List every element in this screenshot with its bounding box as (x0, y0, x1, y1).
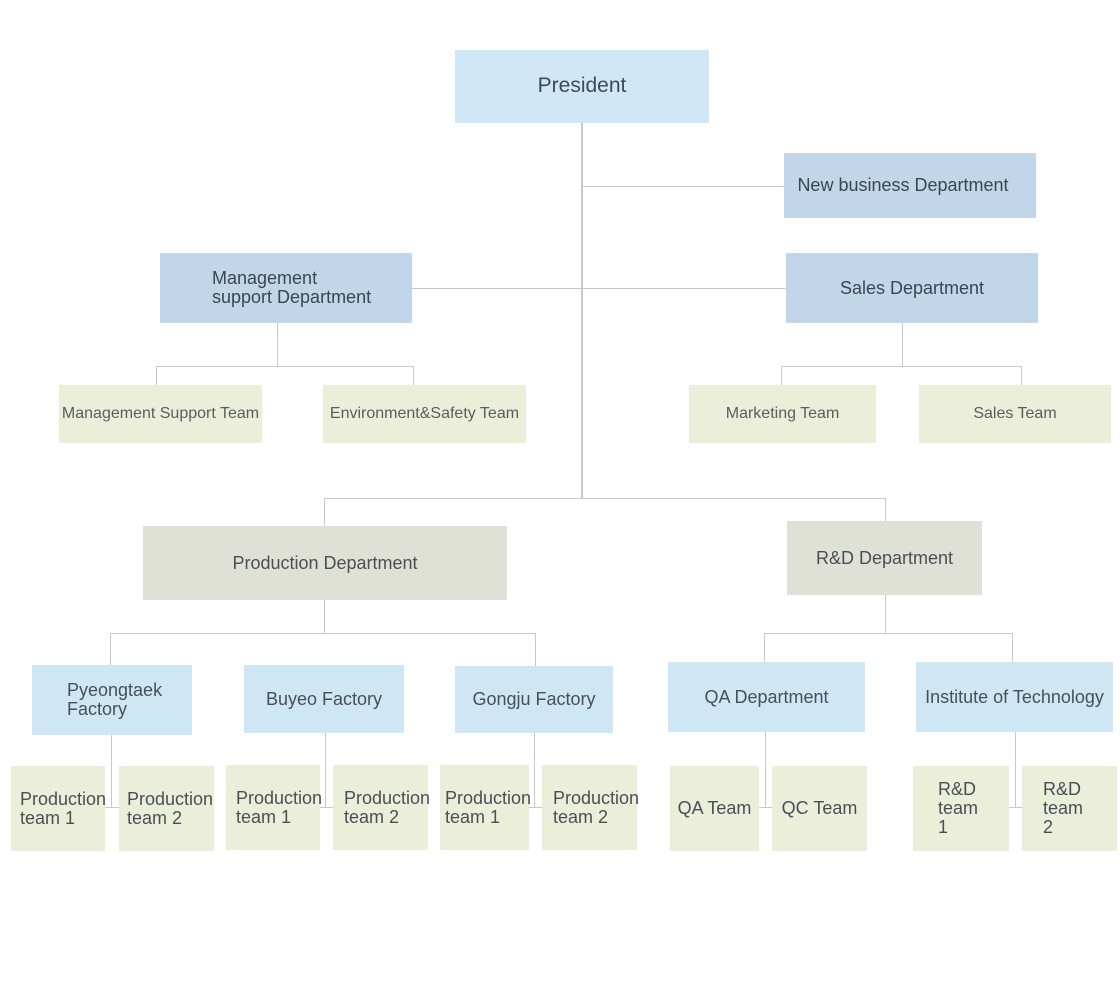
sales-team-box: Sales Team (919, 385, 1111, 443)
team-label: R&D team 2 (1043, 779, 1084, 837)
connector-line (324, 498, 325, 526)
connector-line (582, 186, 784, 187)
connector-line (781, 366, 782, 385)
connector-line (1008, 807, 1022, 808)
connector-line (764, 633, 1013, 634)
connector-line (104, 807, 119, 808)
connector-line (277, 322, 278, 367)
team-label: Production team 1 (20, 788, 107, 828)
production-team-2-gongju: Production team 2 (542, 765, 640, 850)
team-label: Production team 2 (553, 787, 640, 827)
connector-line (413, 366, 414, 385)
connector-line (1021, 366, 1022, 385)
connector-line (758, 807, 772, 808)
connector-line (156, 366, 414, 367)
management-support-department-label: Management support Department (212, 268, 372, 307)
connector-line (781, 366, 1022, 367)
team-label: Production team 2 (127, 788, 214, 828)
connector-line (324, 599, 325, 634)
sales-department-box: Sales Department (786, 253, 1038, 323)
environment-safety-team-box: Environment&Safety Team (323, 385, 526, 443)
connector-line (764, 633, 765, 662)
gongju-factory-box: Gongju Factory (455, 666, 613, 733)
new-business-department-box: New business Department (784, 153, 1036, 218)
rnd-team-1-box: R&D team 1 (913, 766, 1009, 851)
president-box: President (455, 50, 709, 123)
production-department-box: Production Department (143, 526, 507, 600)
rnd-team-2-box: R&D team 2 (1022, 766, 1117, 851)
pyeongtaek-factory-label: Pyeongtaek Factory (67, 680, 163, 719)
connector-line (885, 498, 886, 521)
institute-of-technology-box: Institute of Technology (916, 662, 1113, 732)
connector-line (535, 633, 536, 666)
connector-line (885, 594, 886, 634)
connector-line (110, 633, 111, 665)
production-team-2-pyeongtaek: Production team 2 (119, 766, 214, 851)
team-label: R&D team 1 (938, 779, 979, 837)
connector-line (581, 122, 583, 499)
production-team-1-buyeo: Production team 1 (226, 765, 323, 850)
connector-line (411, 288, 786, 289)
connector-line (1012, 633, 1013, 662)
connector-line (534, 732, 535, 808)
connector-line (528, 807, 542, 808)
connector-line (765, 731, 766, 808)
production-team-1-pyeongtaek: Production team 1 (11, 766, 107, 851)
team-label: Production team 2 (344, 787, 431, 827)
management-support-department-box: Management support Department (160, 253, 412, 323)
qa-department-box: QA Department (668, 662, 865, 732)
management-support-team-box: Management Support Team (59, 385, 262, 443)
connector-line (110, 633, 536, 634)
team-label: Production team 1 (236, 787, 323, 827)
pyeongtaek-factory-box: Pyeongtaek Factory (32, 665, 192, 735)
team-label: Production team 1 (445, 787, 532, 827)
production-team-2-buyeo: Production team 2 (333, 765, 431, 850)
connector-line (156, 366, 157, 385)
connector-line (325, 732, 326, 808)
connector-line (1015, 732, 1016, 808)
rnd-department-box: R&D Department (787, 521, 982, 595)
connector-line (319, 807, 333, 808)
qc-team-box: QC Team (772, 766, 867, 851)
marketing-team-box: Marketing Team (689, 385, 876, 443)
connector-line (324, 498, 886, 499)
qa-team-box: QA Team (670, 766, 759, 851)
production-team-1-gongju: Production team 1 (440, 765, 532, 850)
connector-line (111, 734, 112, 808)
connector-line (902, 322, 903, 367)
buyeo-factory-box: Buyeo Factory (244, 665, 404, 733)
